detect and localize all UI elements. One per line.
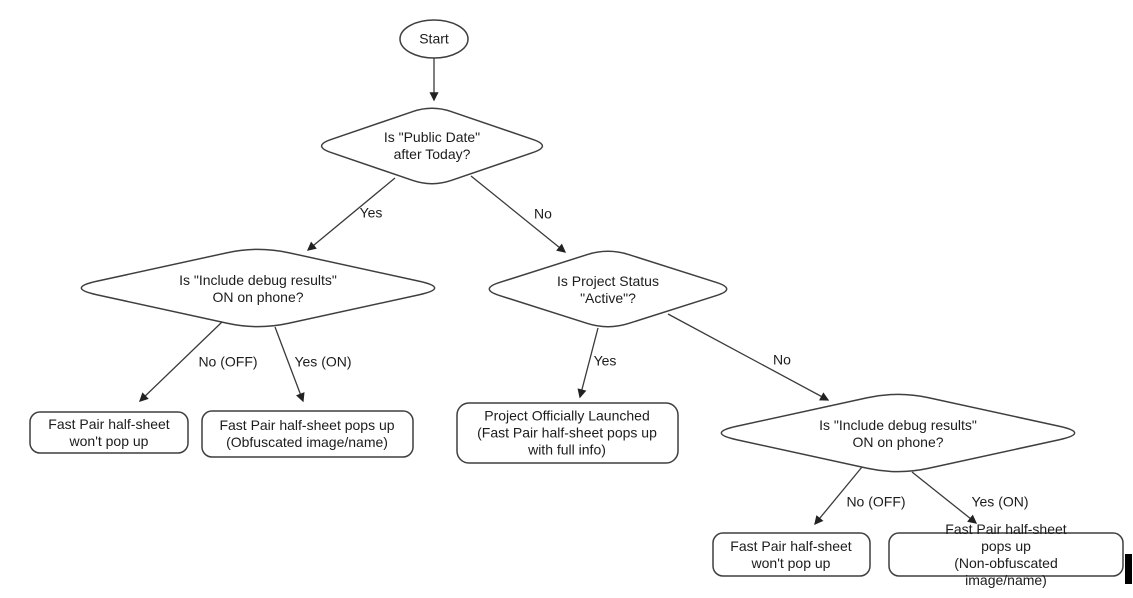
edge-label-yes-top: Yes — [359, 204, 383, 221]
start-node-label: Start — [419, 30, 449, 47]
arrow-public-date-yes — [306, 177, 396, 251]
edge-label-no-mid: No — [773, 351, 791, 368]
edge-label-no-top: No — [534, 205, 552, 222]
result-no-popup-left-shape — [29, 411, 189, 454]
arrow-debug-right-no-off — [814, 466, 863, 526]
decision-debug-left-label: Is "Include debug results" ON on phone? — [179, 272, 337, 305]
result-non-obfuscated-shape — [888, 532, 1124, 577]
edge-label-no-off-left: No (OFF) — [198, 353, 258, 370]
decision-debug-right-label: Is "Include debug results" ON on phone? — [819, 417, 977, 450]
decision-public-date-label: Is "Public Date" after Today? — [383, 129, 481, 162]
decision-debug-right-shape — [720, 393, 1076, 473]
result-no-popup-right-label: Fast Pair half-sheet won't pop up — [730, 538, 852, 571]
decision-project-status-shape — [488, 250, 728, 328]
arrow-debug-right-yes-on — [911, 471, 978, 524]
result-no-popup-left-label: Fast Pair half-sheet won't pop up — [48, 416, 170, 449]
result-obfuscated-label: Fast Pair half-sheet pops up (Obfuscated… — [219, 417, 395, 450]
result-launched-shape — [456, 402, 679, 464]
arrow-project-status-no — [667, 313, 830, 401]
edge-label-yes-on-right: Yes (ON) — [971, 493, 1029, 510]
arrow-project-status-yes — [577, 327, 599, 399]
edge-label-yes-on-left: Yes (ON) — [294, 353, 352, 370]
result-obfuscated-shape — [201, 410, 414, 458]
decision-public-date-shape — [320, 107, 544, 185]
edge-label-no-off-right: No (OFF) — [846, 493, 906, 510]
text-cursor-artifact — [1125, 554, 1132, 584]
edge-label-yes-mid: Yes — [593, 352, 617, 369]
result-no-popup-right-shape — [712, 532, 871, 577]
decision-debug-left-shape — [80, 248, 436, 328]
result-launched-label: Project Officially Launched (Fast Pair h… — [477, 407, 657, 458]
result-non-obfuscated-label: Fast Pair half-sheet pops up (Non-obfusc… — [945, 521, 1067, 588]
decision-project-status-label: Is Project Status "Active"? — [557, 273, 659, 306]
arrow-debug-left-no-off — [139, 321, 223, 402]
arrow-public-date-no — [470, 175, 567, 253]
arrow-debug-left-yes-on — [274, 326, 305, 403]
